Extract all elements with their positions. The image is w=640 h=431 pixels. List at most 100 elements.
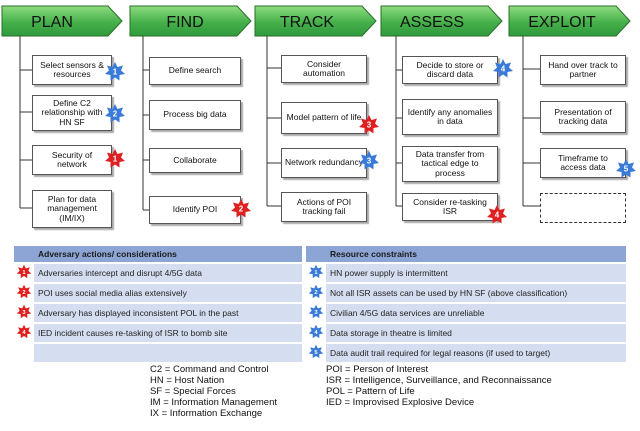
abbreviation-item: C2 = Command and Control [150, 364, 269, 375]
table-row: 1 Adversaries intercept and disrupt 4/5G… [14, 263, 626, 284]
abbreviation-item: ISR = Intelligence, Surveillance, and Re… [326, 375, 552, 386]
adversary-header: Adversary actions/ considerations [34, 246, 302, 264]
step-collaborate: Collaborate [149, 148, 241, 173]
step-define-c2: Define C2 relationship with HN SF [32, 95, 112, 131]
step-model-pol: Model pattern of life [281, 102, 367, 134]
abbreviation-item: IX = Information Exchange [150, 408, 263, 419]
svg-text:2: 2 [22, 290, 25, 296]
step-label: Select sensors & resources [40, 59, 104, 79]
svg-text:2: 2 [239, 205, 244, 214]
step-plan-data-mgmt: Plan for data management (IM/IX) [32, 190, 112, 228]
svg-text:3: 3 [367, 157, 372, 166]
step-data-transfer: Data transfer from tactical edge to proc… [402, 146, 498, 182]
flow-diagram: PLAN FIND TRACK ASSESS EXPLOIT [1, 5, 631, 211]
red-star-icon: 2 [16, 284, 32, 299]
blue-star-icon: 1 [308, 264, 324, 279]
adversary-cell [34, 343, 302, 364]
step-label: Hand over track to partner [548, 59, 618, 79]
step-label: Process big data [163, 109, 227, 120]
svg-text:1: 1 [22, 270, 26, 276]
step-label: Timeframe to access data [558, 152, 608, 172]
phase-arrow-plan: PLAN [1, 5, 123, 37]
placeholder-dashed-box [540, 193, 626, 223]
adversary-cell: Adversaries intercept and disrupt 4/5G d… [34, 263, 302, 284]
red-star-badge-1: 1 [105, 149, 125, 168]
constraints-table: Adversary actions/ considerations Resour… [14, 246, 626, 364]
red-star-badge-3: 3 [359, 115, 379, 134]
abbreviation-item: POI = Person of Interest [326, 364, 429, 375]
step-label: Presentation of tracking data [554, 106, 612, 126]
red-star-icon: 1 [16, 264, 32, 279]
blue-star-badge-3: 3 [359, 151, 379, 170]
phase-label-find: FIND [166, 14, 203, 31]
step-hand-over: Hand over track to partner [540, 55, 626, 85]
resource-cell: Data storage in theatre is limited [326, 323, 626, 344]
blue-star-badge-2: 2 [105, 104, 125, 123]
step-store-discard: Decide to store or discard data [402, 56, 498, 84]
step-label: Model pattern of life [286, 112, 362, 123]
svg-text:5: 5 [624, 165, 629, 174]
blue-star-badge-1: 1 [105, 62, 125, 81]
phase-label-plan: PLAN [31, 14, 73, 31]
phase-arrow-track: TRACK [254, 5, 377, 37]
step-retasking-isr: Consider re-tasking ISR [402, 193, 498, 221]
svg-text:3: 3 [367, 121, 372, 130]
phase-arrow-find: FIND [129, 5, 252, 37]
svg-text:2: 2 [314, 290, 317, 296]
connector-lines [19, 36, 540, 211]
step-identify-poi: Identify POI [149, 196, 241, 224]
blue-star-badge-4: 4 [493, 59, 513, 78]
phase-arrow-exploit: EXPLOIT [508, 5, 631, 37]
table-row: 4 IED incident causes re-tasking of ISR … [14, 323, 626, 344]
step-timeframe: Timeframe to access data [540, 148, 626, 178]
step-label: Identify any anomalies in data [407, 106, 493, 126]
svg-text:4: 4 [495, 211, 500, 220]
resource-cell: HN power supply is intermittent [326, 263, 626, 284]
svg-text:5: 5 [314, 350, 318, 356]
abbreviations-left: C2 = Command and Control HN = Host Natio… [150, 364, 277, 419]
table-row: 2 POI uses social media alias extensivel… [14, 283, 626, 304]
step-label: Plan for data management (IM/IX) [47, 193, 97, 223]
step-label: Decide to store or discard data [416, 59, 484, 79]
phase-arrow-assess: ASSESS [380, 5, 503, 37]
abbreviation-item: POL = Pattern of Life [326, 386, 415, 397]
blue-star-badge-5: 5 [616, 159, 636, 178]
svg-text:3: 3 [22, 310, 26, 316]
step-label: Define C2 relationship with HN SF [41, 97, 103, 127]
table-row: 3 Adversary has displayed inconsistent P… [14, 303, 626, 324]
step-select-sensors: Select sensors & resources [32, 55, 112, 85]
blue-star-icon: 2 [308, 284, 324, 299]
step-label: Consider automation [302, 58, 346, 78]
red-star-badge-2: 2 [231, 199, 251, 218]
step-label: Network redundancy [285, 157, 363, 168]
step-define-search: Define search [149, 57, 241, 85]
abbreviations-right: POI = Person of Interest ISR = Intellige… [326, 364, 552, 408]
abbreviation-item: IED = Improvised Explosive Device [326, 397, 475, 408]
table-header-row: Adversary actions/ considerations Resour… [14, 246, 626, 264]
blue-star-icon: 4 [308, 324, 324, 339]
step-label: Define search [168, 65, 222, 76]
svg-text:4: 4 [501, 65, 506, 74]
phase-label-track: TRACK [280, 14, 335, 31]
resource-cell: Not all ISR assets can be used by HN SF … [326, 283, 626, 304]
adversary-cell: POI uses social media alias extensively [34, 283, 302, 304]
adversary-cell: IED incident causes re-tasking of ISR to… [34, 323, 302, 344]
phase-label-exploit: EXPLOIT [528, 14, 596, 31]
svg-text:1: 1 [113, 68, 118, 77]
svg-text:1: 1 [113, 155, 118, 164]
step-actions-poi-tracking: Actions of POI tracking fail [281, 192, 367, 222]
abbreviation-item: SF = Special Forces [150, 386, 236, 397]
red-star-badge-4: 4 [487, 205, 507, 224]
red-star-icon: 4 [16, 324, 32, 339]
svg-text:4: 4 [22, 330, 26, 336]
step-consider-automation: Consider automation [281, 55, 367, 83]
blue-star-icon: 3 [308, 304, 324, 319]
table-row: 5 Data audit trail required for legal re… [14, 343, 626, 364]
step-label: Consider re-tasking ISR [413, 196, 487, 216]
red-star-icon: 3 [16, 304, 32, 319]
resource-cell: Civilian 4/5G data services are unreliab… [326, 303, 626, 324]
step-network-redundancy: Network redundancy [281, 148, 367, 178]
abbreviation-item: HN = Host Nation [150, 375, 225, 386]
abbreviation-item: IM = Information Management [150, 397, 277, 408]
svg-text:2: 2 [113, 110, 118, 119]
